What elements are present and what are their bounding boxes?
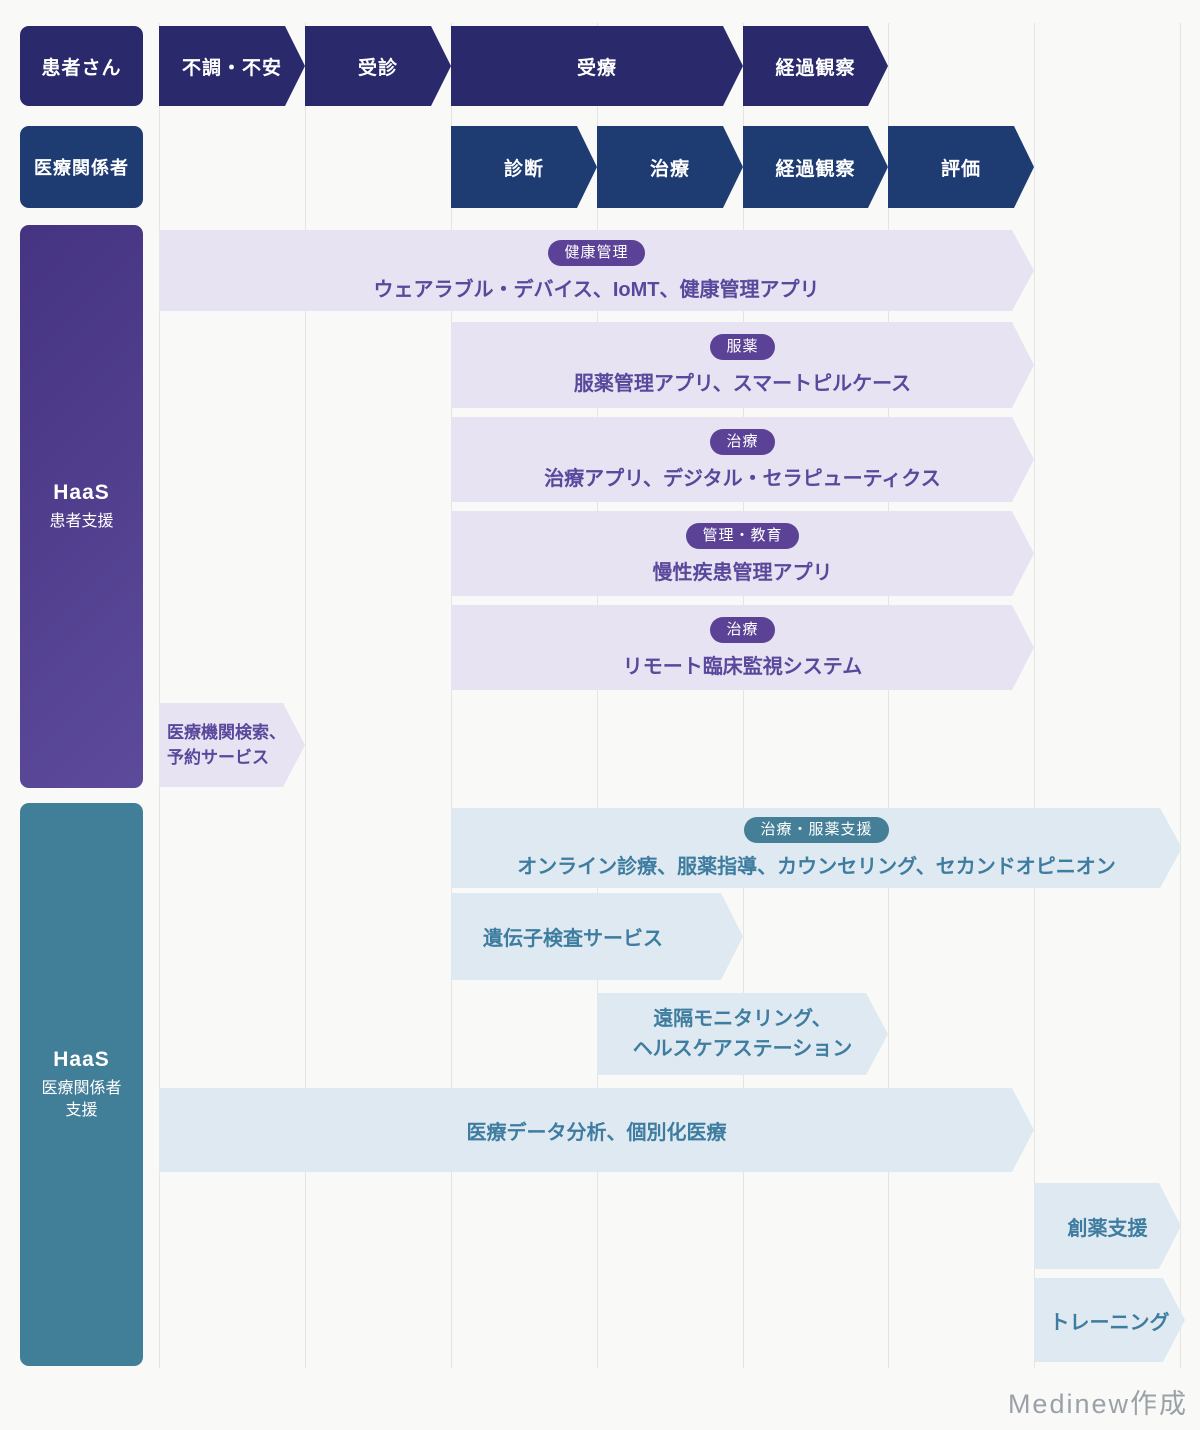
- patient-step-label: 受療: [576, 57, 617, 79]
- service-text: 慢性疾患管理アプリ: [652, 561, 833, 584]
- service-text: リモート臨床監視システム: [622, 655, 863, 678]
- haas-provider-title: HaaS: [53, 1047, 110, 1071]
- service-text: ウェアラブル・デバイス、IoMT、健康管理アプリ: [373, 278, 820, 301]
- service-badge: 治療・服薬支援: [744, 817, 888, 843]
- gridline: [305, 23, 306, 1368]
- provider-step-label: 経過観察: [775, 158, 856, 180]
- service-text: オンライン診療、服薬指導、カウンセリング、セカンドオピニオン: [517, 856, 1116, 878]
- service-text: 治療アプリ、デジタル・セラピューティクス: [544, 467, 941, 490]
- patient-row-label: 患者さん: [20, 26, 143, 106]
- provider-step-label: 診断: [503, 158, 544, 180]
- service-arrow-medication: 服薬 服薬管理アプリ、スマートピルケース: [451, 322, 1034, 408]
- service-text-line1: 遠隔モニタリング、: [653, 1008, 832, 1030]
- gridline: [451, 23, 452, 1368]
- haas-provider-subtitle-line1: 医療関係者: [41, 1079, 122, 1097]
- service-arrow-facility-search: 医療機関検索、 予約サービス: [159, 703, 305, 787]
- service-arrow-chronic-disease: 管理・教育 慢性疾患管理アプリ: [451, 511, 1034, 596]
- service-badge: 治療: [710, 617, 774, 643]
- haas-provider-subtitle-line2: 支援: [65, 1101, 98, 1119]
- haas-patient-title: HaaS: [53, 480, 110, 504]
- haas-patient-subtitle: 患者支援: [49, 512, 114, 530]
- patient-step-arrow-juryo: 受療: [451, 26, 743, 106]
- service-arrow-training: トレーニング: [1034, 1278, 1185, 1362]
- patient-step-arrow-keika-kansatsu: 経過観察: [743, 26, 888, 106]
- patient-step-label: 経過観察: [775, 57, 856, 79]
- patient-step-label: 不調・不安: [181, 57, 282, 79]
- credit-text: Medinew作成: [1007, 1389, 1188, 1419]
- gridline: [1180, 23, 1181, 1368]
- patient-step-arrow-jushin: 受診: [305, 26, 451, 106]
- service-arrow-data-analysis: 医療データ分析、個別化医療: [159, 1088, 1034, 1172]
- provider-step-label: 評価: [940, 158, 981, 180]
- service-text-line1: 医療機関検索、: [167, 722, 286, 742]
- gridline: [743, 23, 744, 1368]
- gridline: [159, 23, 160, 1368]
- service-text-line2: 予約サービス: [167, 748, 269, 767]
- service-arrow-online-care: 治療・服薬支援 オンライン診療、服薬指導、カウンセリング、セカンドオピニオン: [451, 808, 1182, 888]
- service-text: 医療データ分析、個別化医療: [466, 1121, 727, 1144]
- service-arrow-remote-monitoring-station: 遠隔モニタリング、 ヘルスケアステーション: [597, 993, 888, 1075]
- service-arrow-remote-monitoring-system: 治療 リモート臨床監視システム: [451, 605, 1034, 690]
- provider-step-arrow-hyoka: 評価: [888, 126, 1034, 208]
- haas-patient-support-box: HaaS 患者支援: [20, 225, 143, 788]
- patient-step-arrow-fucho-fuan: 不調・不安: [159, 26, 305, 106]
- haas-provider-support-box: HaaS 医療関係者 支援: [20, 803, 143, 1366]
- provider-step-arrow-chiryo: 治療: [597, 126, 743, 208]
- provider-step-label: 治療: [649, 158, 690, 180]
- gridline: [597, 23, 598, 1368]
- patient-step-label: 受診: [357, 57, 398, 79]
- service-badge: 管理・教育: [686, 523, 798, 549]
- service-text-line2: ヘルスケアステーション: [632, 1038, 853, 1060]
- provider-row-label-text: 医療関係者: [34, 158, 129, 178]
- gridline: [1034, 23, 1035, 1368]
- provider-step-arrow-shindan: 診断: [451, 126, 597, 208]
- patient-row-label-text: 患者さん: [41, 57, 122, 79]
- service-text: 服薬管理アプリ、スマートピルケース: [573, 373, 912, 395]
- service-badge: 服薬: [710, 334, 774, 360]
- service-text: トレーニング: [1049, 1311, 1170, 1334]
- service-badge: 治療: [710, 429, 774, 455]
- service-arrow-genetic-testing: 遺伝子検査サービス: [451, 893, 743, 980]
- service-badge: 健康管理: [548, 240, 644, 266]
- provider-row-label: 医療関係者: [20, 126, 143, 208]
- service-text: 創薬支援: [1067, 1217, 1148, 1240]
- service-arrow-drug-discovery: 創薬支援: [1034, 1183, 1181, 1269]
- gridline: [888, 23, 889, 1368]
- service-arrow-health-management: 健康管理 ウェアラブル・デバイス、IoMT、健康管理アプリ: [159, 230, 1034, 311]
- service-text: 遺伝子検査サービス: [483, 928, 663, 950]
- service-arrow-therapeutics: 治療 治療アプリ、デジタル・セラピューティクス: [451, 417, 1034, 502]
- provider-step-arrow-keika-kansatsu: 経過観察: [743, 126, 888, 208]
